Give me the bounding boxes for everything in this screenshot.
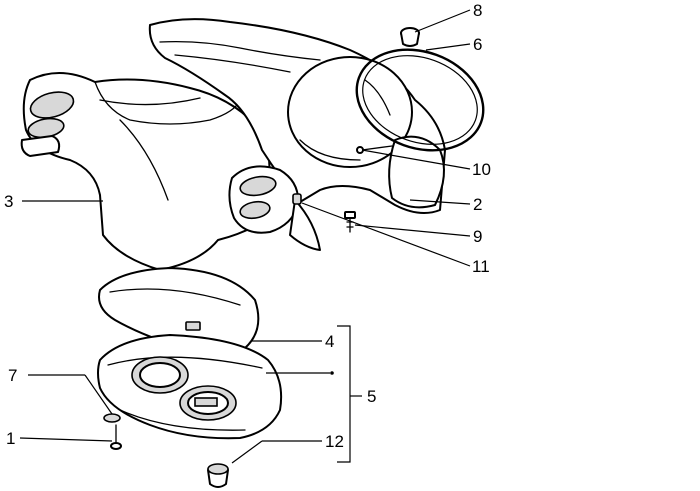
gasket-ring [355, 48, 485, 152]
grommet-cap [400, 27, 420, 47]
right-grip-housing [228, 165, 321, 251]
leader-lines [19, 9, 471, 464]
callout-7: 7 [8, 366, 17, 385]
callout-10: 10 [472, 160, 491, 179]
handlebar-rear-cover [148, 18, 446, 215]
washer-7 [103, 413, 121, 423]
callout-11: 11 [472, 257, 490, 276]
screw-1 [110, 424, 122, 450]
bulb-socket-12 [207, 463, 229, 488]
callout-4: 4 [325, 332, 334, 351]
screw-9 [344, 211, 356, 233]
callout-8: 8 [473, 1, 482, 20]
callout-9: 9 [473, 227, 482, 246]
callout-1: 1 [6, 429, 15, 448]
callout-12: 12 [325, 432, 344, 451]
callout-labels: 8 6 10 2 9 11 3 7 1 4 5 12 [4, 1, 491, 451]
callout-2: 2 [473, 195, 482, 214]
callout-3: 3 [4, 192, 13, 211]
callout-5: 5 [367, 387, 376, 406]
callout-6: 6 [473, 35, 482, 54]
instrument-cluster [97, 334, 283, 440]
clip-11 [292, 193, 302, 205]
handlebar-front-cover [20, 71, 273, 271]
